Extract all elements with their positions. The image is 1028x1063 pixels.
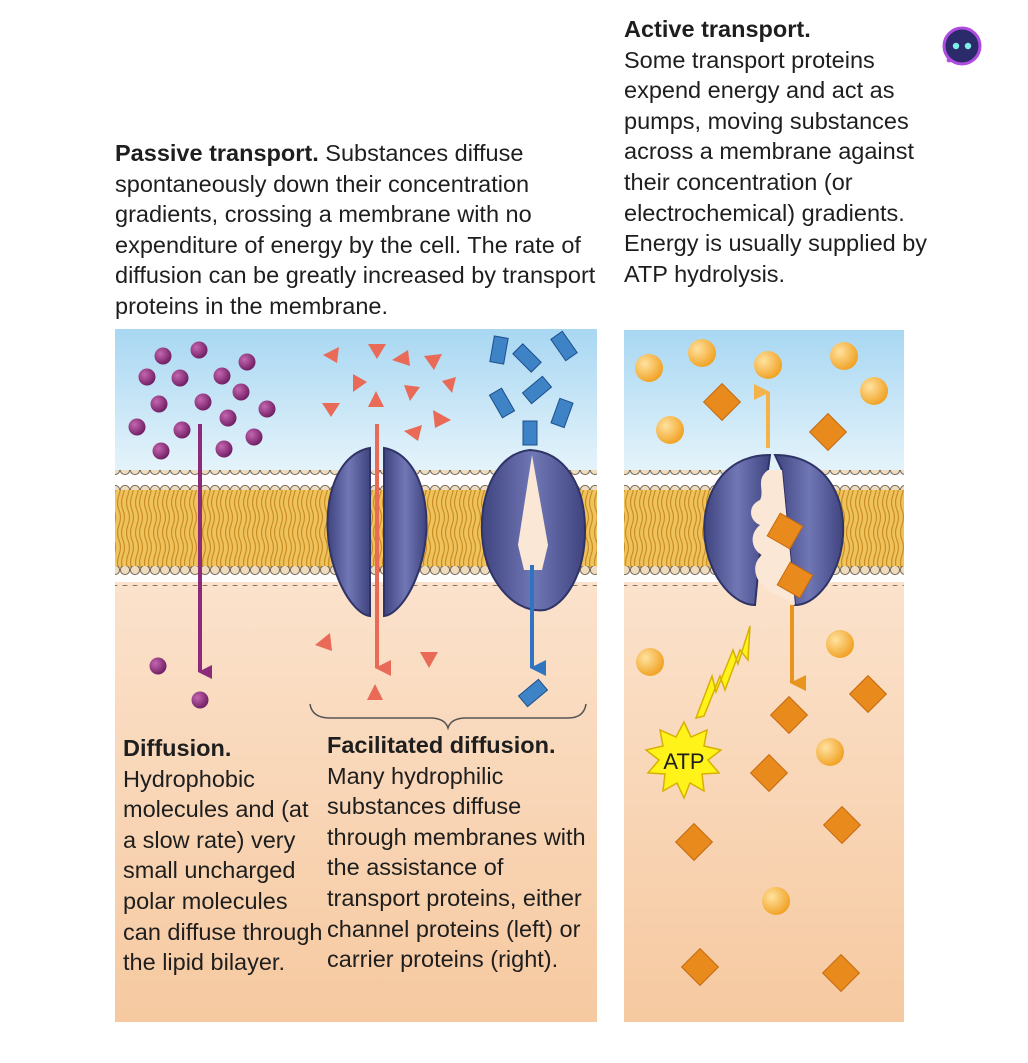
- active-transport-text: Some transport proteins expend energy an…: [624, 46, 928, 287]
- channel-protein: [326, 446, 428, 618]
- assistant-bot-icon[interactable]: [942, 26, 982, 66]
- facilitated-brace: [309, 703, 587, 731]
- cytoplasm: [115, 582, 597, 1022]
- diffusion-text: Hydrophobic molecules and (at a slow rat…: [123, 765, 323, 976]
- diffusion-heading: Diffusion.: [123, 735, 232, 761]
- facilitated-diffusion-caption: Facilitated diffusion. Many hydrophilic s…: [327, 730, 597, 975]
- atp-burst: ATP: [644, 720, 723, 800]
- facilitated-diffusion-text: Many hydrophilic substances diffuse thro…: [327, 762, 586, 973]
- active-diamonds: [674, 382, 888, 993]
- passive-transport-heading: Passive transport.: [115, 140, 319, 166]
- channel-solutes: [315, 344, 456, 700]
- diffusion-molecules: [128, 341, 276, 709]
- active-circles: [635, 339, 888, 915]
- passive-transport-text: Substances diffuse spontaneously down th…: [115, 140, 596, 319]
- passive-panel: [115, 329, 597, 1022]
- energy-bolt-icon: [694, 625, 751, 720]
- passive-transport-caption: Passive transport. Substances diffuse sp…: [115, 138, 620, 322]
- atp-label: ATP: [663, 749, 704, 774]
- diffusion-caption: Diffusion. Hydrophobic molecules and (at …: [123, 733, 323, 978]
- facilitated-diffusion-heading: Facilitated diffusion.: [327, 732, 556, 758]
- active-transport-caption: Active transport. Some transport proteins…: [624, 14, 954, 289]
- carrier-protein: [480, 448, 587, 612]
- active-cytoplasm: [624, 582, 904, 1022]
- active-panel: ATP: [624, 330, 904, 1022]
- active-transport-heading: Active transport.: [624, 16, 811, 42]
